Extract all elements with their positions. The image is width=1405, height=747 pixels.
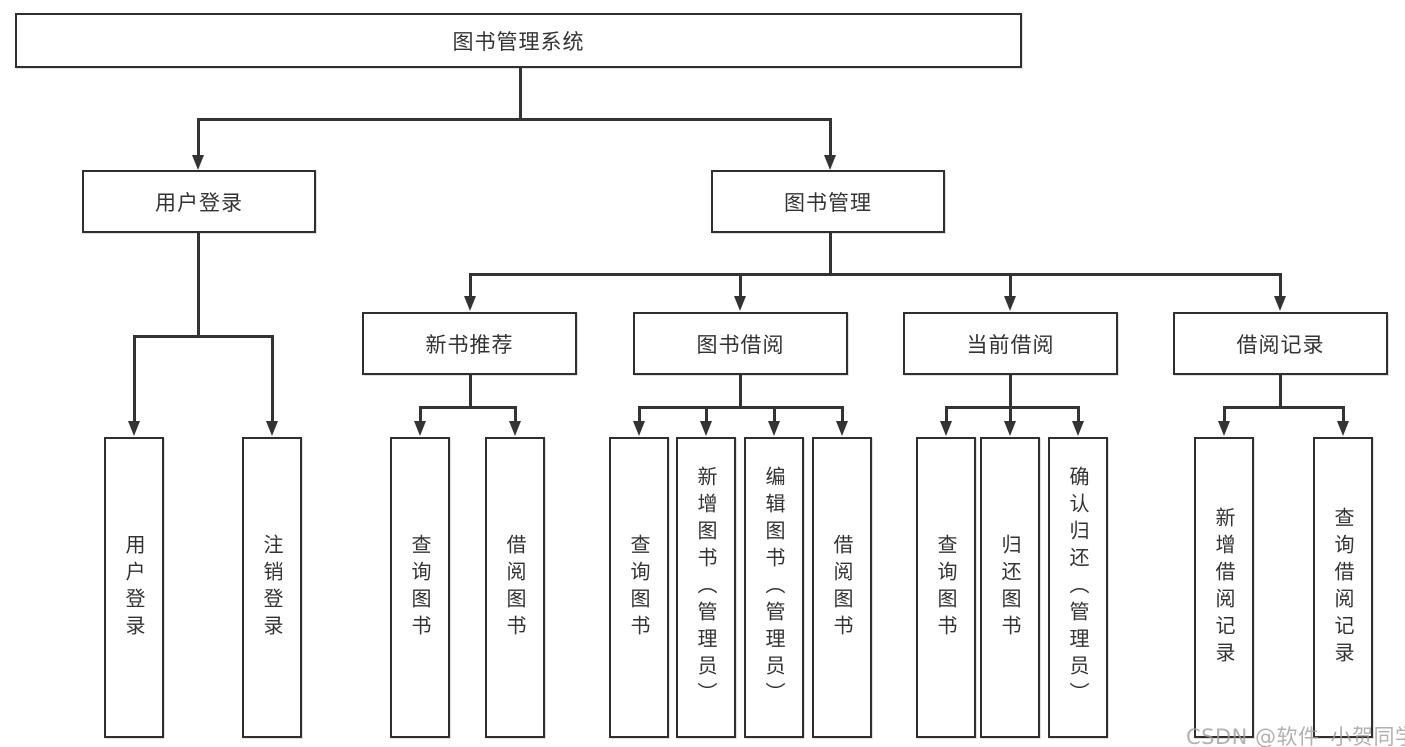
node-new-book-label: 新书推荐 [425, 332, 514, 357]
leaf-user-login: 用户登录 [104, 437, 164, 738]
leaf-records-query-label: 查询借阅记录 [1331, 506, 1355, 669]
arrow-bb-add [699, 421, 712, 436]
connector-drop-rec-add [1223, 406, 1226, 422]
connector-records-bus [1223, 406, 1345, 409]
node-book-mgmt: 图书管理 [711, 170, 945, 233]
leaf-newbook-borrow-label: 借阅图书 [503, 533, 527, 642]
node-current-borrow-label: 当前借阅 [966, 332, 1055, 357]
arrow-records [1273, 296, 1286, 311]
node-book-borrow-label: 图书借阅 [696, 332, 785, 357]
arrow-cb-query [939, 421, 952, 436]
connector-drop-bb-query [638, 406, 641, 422]
connector-drop-nb-borrow [514, 406, 517, 422]
connector-borrow-bus [638, 406, 844, 409]
arrow-rec-query [1336, 421, 1349, 436]
node-new-book: 新书推荐 [362, 312, 577, 375]
connector-drop-cb-query [945, 406, 948, 422]
leaf-records-query: 查询借阅记录 [1313, 437, 1373, 738]
node-book-mgmt-label: 图书管理 [784, 190, 872, 215]
arrow-cb-return [1003, 421, 1016, 436]
leaf-borrow-add-admin: 新增图书（管理员） [676, 437, 736, 738]
leaf-logout-label: 注销登录 [260, 533, 284, 642]
connector-drop-leaf-login [133, 335, 136, 421]
connector-level2-bus [197, 118, 831, 121]
arrow-leaf-login [127, 421, 140, 436]
arrow-nb-query [413, 421, 426, 436]
connector-drop-new-book [469, 273, 472, 297]
connector-drop-current [1009, 273, 1012, 297]
arrow-new-book [463, 296, 476, 311]
leaf-borrow-borrow: 借阅图书 [812, 437, 872, 738]
connector-drop-book-mgmt [829, 118, 832, 156]
arrow-cb-confirm [1071, 421, 1084, 436]
connector-drop-cb-return [1009, 406, 1012, 422]
node-book-borrow: 图书借阅 [633, 312, 848, 375]
connector-current-stub [1009, 375, 1012, 408]
connector-drop-bb-add [705, 406, 708, 422]
node-borrow-records-label: 借阅记录 [1236, 332, 1325, 357]
connector-drop-rec-query [1342, 406, 1345, 422]
connector-drop-bb-edit [773, 406, 776, 422]
leaf-current-return-label: 归还图书 [998, 533, 1022, 642]
leaf-current-confirm-admin-label: 确认归还（管理员） [1066, 466, 1090, 709]
node-root-label: 图书管理系统 [452, 29, 585, 54]
node-borrow-records: 借阅记录 [1173, 312, 1388, 375]
leaf-records-add: 新增借阅记录 [1194, 437, 1254, 738]
node-current-borrow: 当前借阅 [903, 312, 1118, 375]
arrow-bb-borrow [835, 421, 848, 436]
arrow-book-mgmt [823, 155, 836, 170]
connector-drop-cb-confirm [1077, 406, 1080, 422]
leaf-logout: 注销登录 [242, 437, 302, 738]
csdn-watermark: CSDN @软件_小贺同学 [1186, 725, 1405, 747]
connector-drop-records [1279, 273, 1282, 297]
connector-book-mgmt-stub [829, 233, 832, 275]
connector-user-login-bus [133, 335, 273, 338]
connector-root-stub [519, 68, 522, 120]
leaf-current-return: 归还图书 [980, 437, 1040, 738]
connector-drop-borrow [739, 273, 742, 297]
leaf-current-query: 查询图书 [916, 437, 976, 738]
connector-level3-bus [469, 273, 1282, 276]
arrow-rec-add [1217, 421, 1230, 436]
connector-borrow-stub [739, 375, 742, 408]
connector-new-book-stub [469, 375, 472, 408]
connector-user-login-stub [197, 233, 200, 337]
leaf-newbook-query: 查询图书 [390, 437, 450, 738]
leaf-borrow-edit-admin: 编辑图书（管理员） [744, 437, 804, 738]
arrow-leaf-logout [265, 421, 278, 436]
leaf-newbook-borrow: 借阅图书 [485, 437, 545, 738]
connector-drop-bb-borrow [841, 406, 844, 422]
arrow-borrow [733, 296, 746, 311]
connector-drop-user-login [197, 118, 200, 156]
leaf-borrow-edit-admin-label: 编辑图书（管理员） [762, 466, 786, 709]
connector-current-bus [945, 406, 1080, 409]
leaf-current-query-label: 查询图书 [934, 533, 958, 642]
leaf-records-add-label: 新增借阅记录 [1212, 506, 1236, 669]
node-root: 图书管理系统 [15, 13, 1022, 68]
leaf-borrow-borrow-label: 借阅图书 [830, 533, 854, 642]
arrow-current [1003, 296, 1016, 311]
leaf-borrow-query: 查询图书 [609, 437, 669, 738]
arrow-bb-query [632, 421, 645, 436]
connector-drop-leaf-logout [271, 335, 274, 421]
connector-records-stub [1279, 375, 1282, 408]
connector-drop-nb-query [419, 406, 422, 422]
leaf-borrow-add-admin-label: 新增图书（管理员） [694, 466, 718, 709]
node-user-login: 用户登录 [82, 170, 316, 233]
connector-new-book-bus [419, 406, 517, 409]
leaf-borrow-query-label: 查询图书 [627, 533, 651, 642]
arrow-bb-edit [767, 421, 780, 436]
leaf-newbook-query-label: 查询图书 [408, 533, 432, 642]
node-user-login-label: 用户登录 [155, 190, 243, 215]
leaf-user-login-label: 用户登录 [122, 533, 146, 642]
arrow-user-login [191, 155, 204, 170]
arrow-nb-borrow [508, 421, 521, 436]
leaf-current-confirm-admin: 确认归还（管理员） [1048, 437, 1108, 738]
